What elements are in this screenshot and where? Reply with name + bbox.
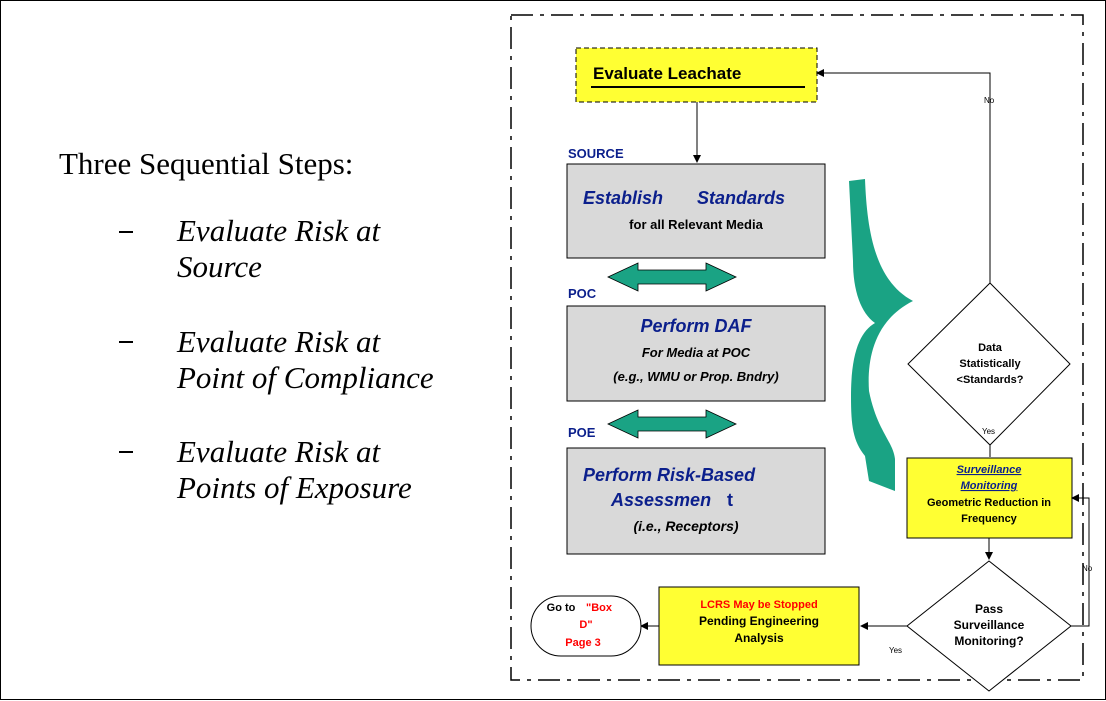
bullet-line: Points of Exposure [177, 470, 412, 505]
risk-assessment-box: Perform Risk-Based Assessmen t (i.e., Re… [566, 447, 826, 555]
decision1-line3: <Standards? [957, 374, 1024, 386]
poe-subtitle: (i.e., Receptors) [633, 518, 738, 534]
poc-line2: For Media at POC [642, 345, 751, 360]
arrow-no-to-start [816, 69, 991, 283]
poc-tag: POC [568, 286, 597, 301]
edge-yes-mid: Yes [982, 427, 995, 436]
bullet-source: Evaluate Risk at Source [177, 213, 380, 285]
poe-title-2a: Assessmen [610, 490, 711, 510]
bullet-line: Point of Compliance [177, 360, 434, 395]
bullet-dash [119, 231, 133, 233]
edge-no-top: No [984, 96, 995, 105]
poe-title-1: Perform Risk-Based [583, 465, 756, 485]
goto-box-d: Go to "Box D" Page 3 [530, 595, 642, 657]
arrow-no-loop [1071, 494, 1090, 627]
surv-line2: Monitoring [961, 480, 1018, 492]
edge-no-right: No [1082, 564, 1093, 573]
perform-daf-box: Perform DAF For Media at POC (e.g., WMU … [566, 305, 826, 402]
poc-title: Perform DAF [640, 316, 752, 336]
edge-yes-bottom: Yes [889, 646, 902, 655]
decision-pass-surveillance: Pass Surveillance Monitoring? [906, 560, 1072, 692]
goto-line2: D" [579, 619, 592, 631]
poc-line3: (e.g., WMU or Prop. Bndry) [613, 369, 778, 384]
poe-title-2b: t [727, 490, 733, 510]
evaluate-leachate-box: Evaluate Leachate [575, 47, 818, 103]
bullet-dash [119, 341, 133, 343]
double-arrow-icon [607, 262, 737, 292]
decision1-line2: Statistically [959, 358, 1021, 370]
surv-line3: Geometric Reduction in [927, 497, 1051, 509]
bullet-dash [119, 451, 133, 453]
bullet-line: Evaluate Risk at [177, 213, 381, 248]
goto-line1b: "Box [586, 602, 613, 614]
lcrs-box: LCRS May be Stopped Pending Engineering … [658, 586, 860, 666]
surveillance-monitoring-box: Surveillance Monitoring Geometric Reduct… [906, 457, 1073, 539]
decision2-line3: Monitoring? [954, 634, 1023, 648]
brace-icon [849, 179, 913, 491]
goto-line1a: Go to [547, 602, 576, 614]
bullet-poe: Evaluate Risk at Points of Exposure [177, 434, 412, 506]
poe-tag: POE [568, 425, 596, 440]
decision-data-statistically: Data Statistically <Standards? [907, 282, 1071, 446]
dashed-frame [510, 14, 1084, 681]
bullet-line: Evaluate Risk at [177, 434, 381, 469]
evaluate-leachate-label: Evaluate Leachate [593, 64, 741, 83]
goto-line3: Page 3 [565, 637, 600, 649]
decision1-line1: Data [978, 342, 1003, 354]
decision2-line1: Pass [975, 602, 1003, 616]
lcrs-line3: Analysis [734, 631, 784, 645]
source-title-1: Establish [583, 188, 663, 208]
source-tag: SOURCE [568, 146, 624, 161]
surv-line1: Surveillance [957, 464, 1022, 476]
lcrs-line1: LCRS May be Stopped [700, 599, 817, 611]
surv-line4: Frequency [961, 513, 1018, 525]
source-subtitle: for all Relevant Media [629, 217, 763, 232]
bullet-line: Source [177, 249, 262, 284]
establish-standards-box: Establish Standards for all Relevant Med… [566, 163, 826, 259]
double-arrow-icon [607, 409, 737, 439]
bullet-line: Evaluate Risk at [177, 324, 381, 359]
source-title-2: Standards [697, 188, 785, 208]
heading: Three Sequential Steps: [59, 146, 354, 181]
bullet-poc: Evaluate Risk at Point of Compliance [177, 324, 434, 396]
decision2-line2: Surveillance [954, 618, 1025, 632]
lcrs-line2: Pending Engineering [699, 614, 819, 628]
